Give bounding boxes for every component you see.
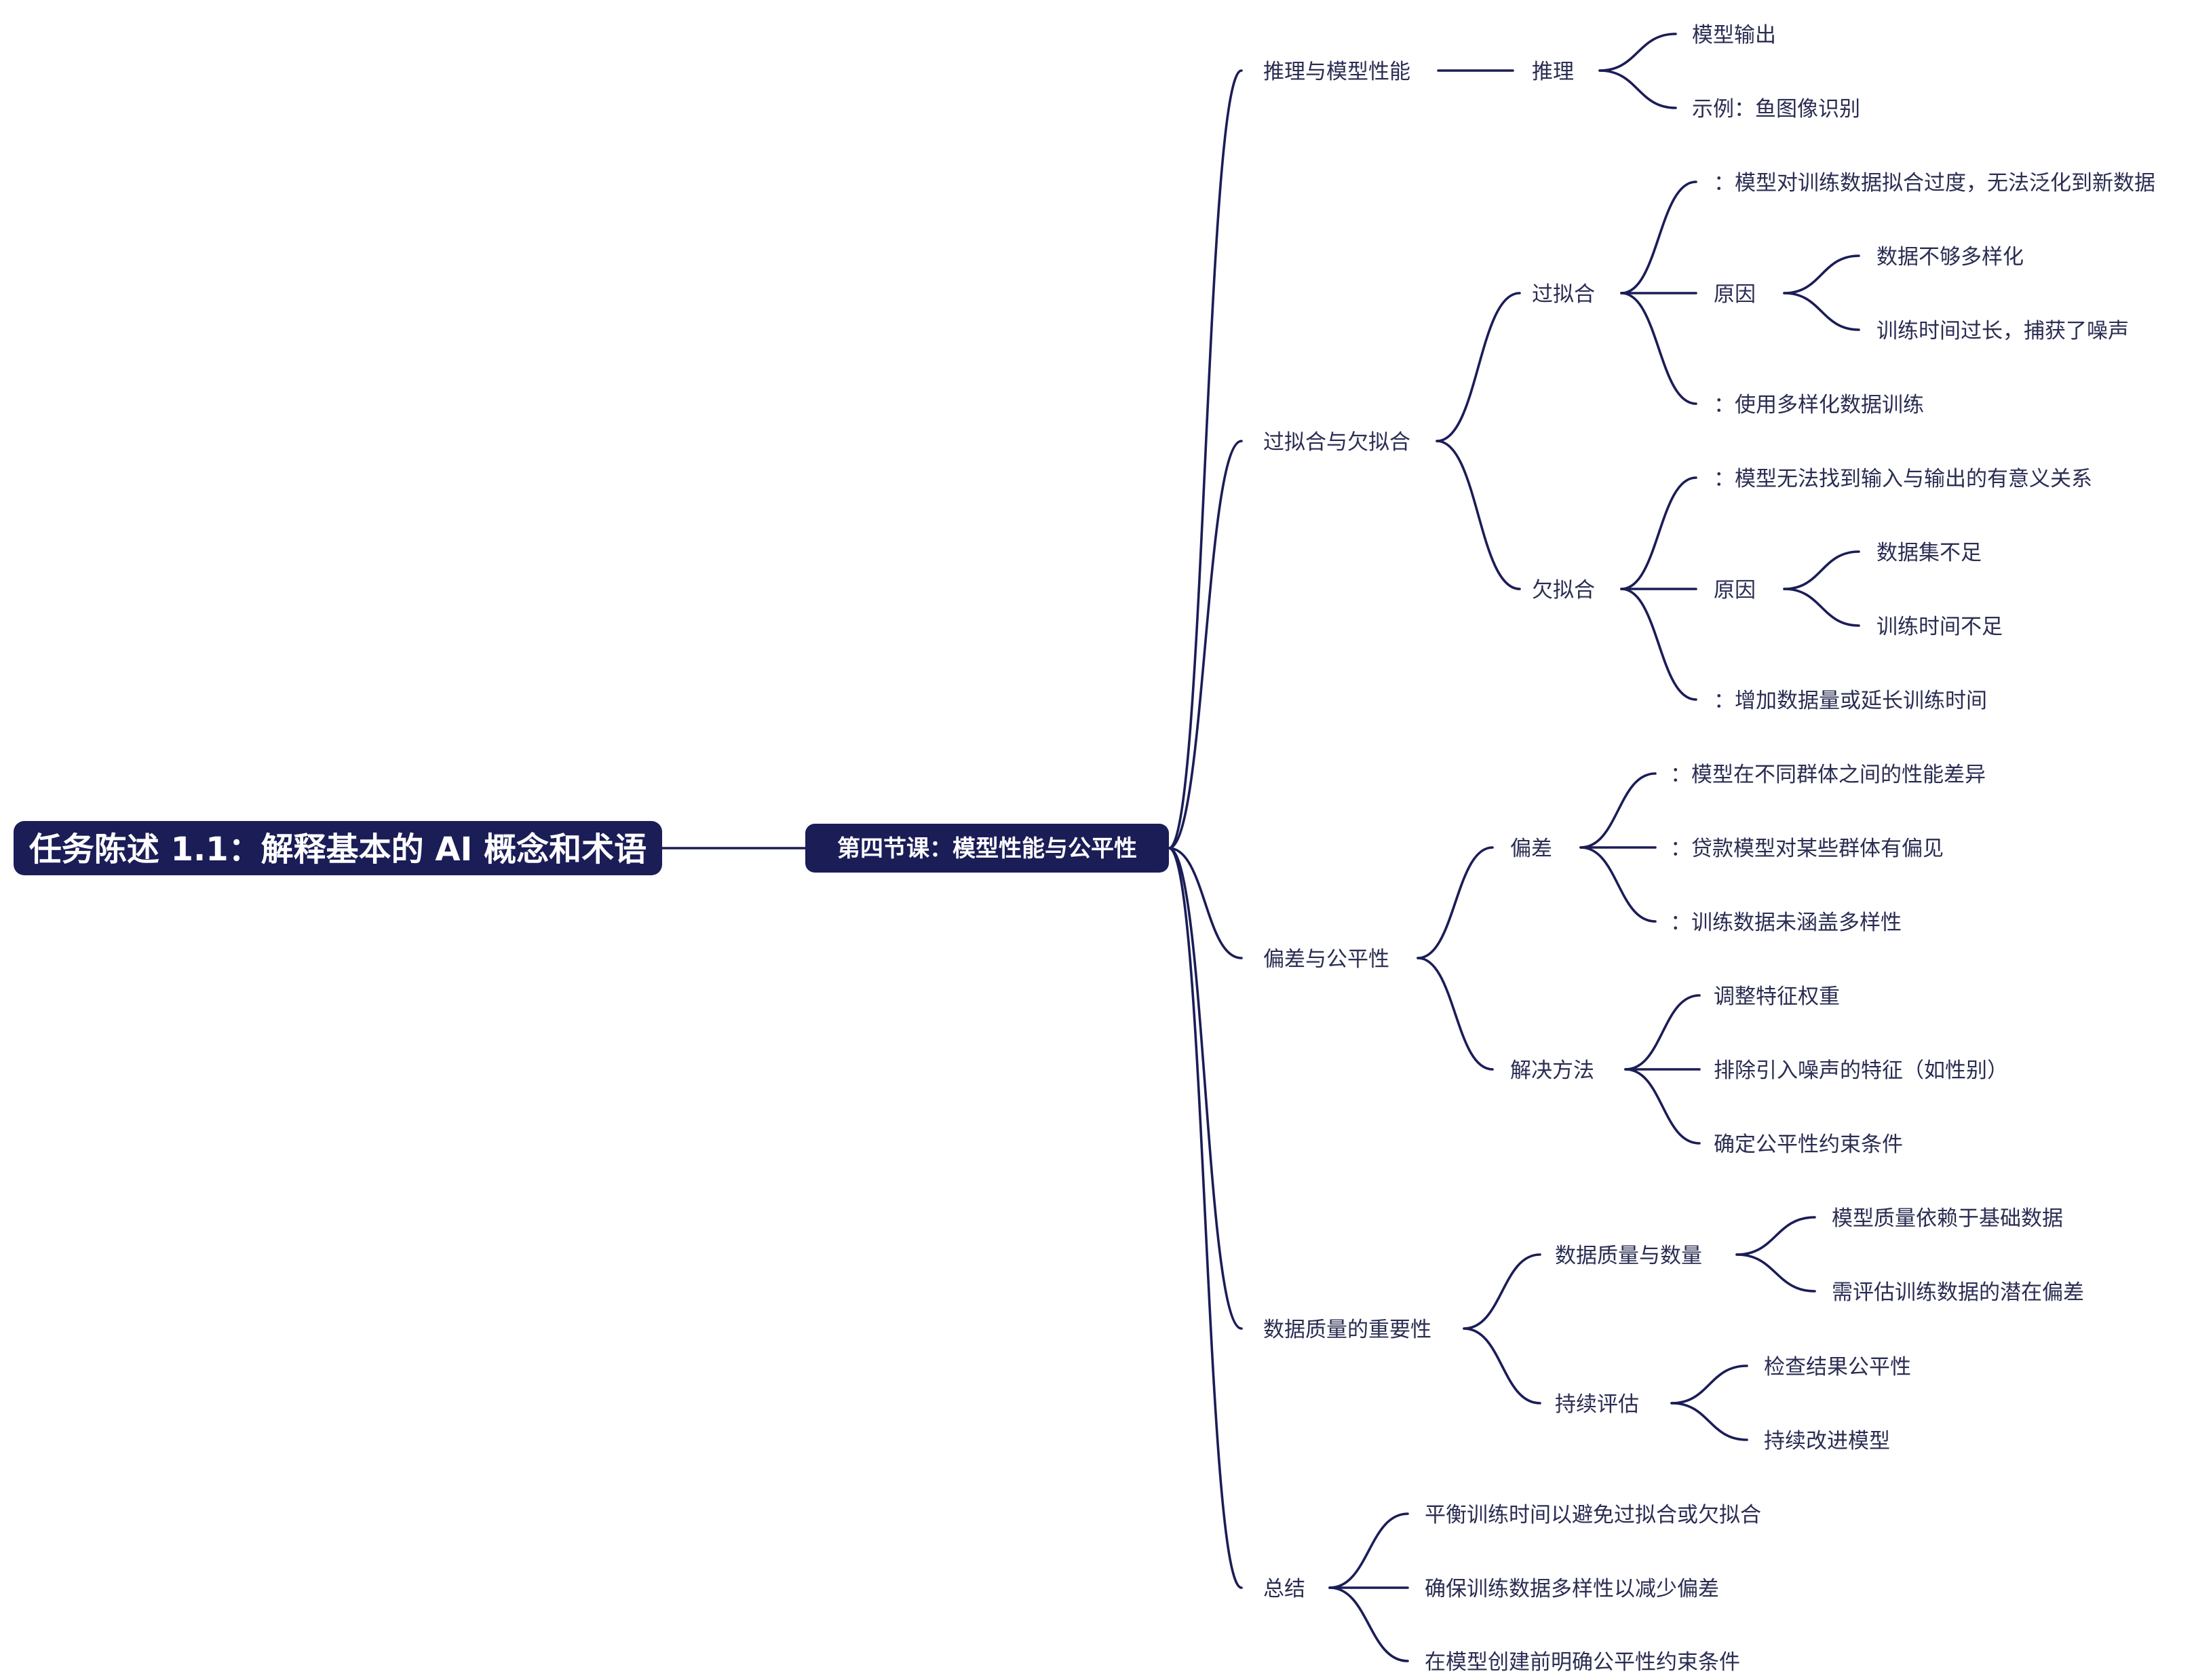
- connector-topic-branch: [1168, 847, 1243, 1330]
- connector-branch-node: [1417, 846, 1494, 959]
- bias-solution-3[interactable]: 确定公平性约束条件: [1714, 1132, 1903, 1157]
- topic-node-box[interactable]: [805, 824, 1169, 873]
- node-overfit[interactable]: 过拟合: [1532, 282, 1595, 307]
- branch-fitting[interactable]: 过拟合与欠拟合: [1263, 430, 1410, 455]
- connector-branch-node: [1436, 440, 1521, 590]
- leaf-fish-example[interactable]: 示例：鱼图像识别: [1692, 97, 1860, 121]
- connector-node-leaf: [1624, 1068, 1701, 1145]
- connector-node-leaf: [1670, 1364, 1748, 1405]
- quality-item-1[interactable]: 模型质量依赖于基础数据: [1832, 1206, 2063, 1231]
- bias-item-3[interactable]: ：训练数据未涵盖多样性: [1670, 911, 1902, 935]
- connector-topic-branch: [1168, 69, 1243, 849]
- connector-node-leaf: [1624, 994, 1701, 1071]
- underfit-solution[interactable]: ：增加数据量或延长训练时间: [1714, 689, 1987, 713]
- node-bias[interactable]: 偏差: [1510, 837, 1552, 861]
- connector-topic-branch: [1168, 847, 1243, 1589]
- overfit-cause[interactable]: 原因: [1714, 282, 1756, 307]
- summary-item-3[interactable]: 在模型创建前明确公平性约束条件: [1425, 1650, 1740, 1675]
- overfit-solution[interactable]: ：使用多样化数据训练: [1714, 393, 1924, 417]
- overfit-cause-2[interactable]: 训练时间过长，捕获了噪声: [1877, 319, 2129, 343]
- leaf-model-output[interactable]: 模型输出: [1692, 23, 1776, 47]
- connector-node-leaf: [1579, 772, 1657, 849]
- summary-item-2[interactable]: 确保训练数据多样性以减少偏差: [1425, 1577, 1719, 1601]
- quality-item-2[interactable]: 需评估训练数据的潜在偏差: [1832, 1280, 2084, 1305]
- bias-item-2[interactable]: ：贷款模型对某些群体有偏见: [1670, 837, 1944, 861]
- root-node-box[interactable]: [14, 821, 662, 875]
- node-continuous-eval[interactable]: 持续评估: [1555, 1392, 1639, 1417]
- branch-inference[interactable]: 推理与模型性能: [1263, 60, 1410, 84]
- eval-item-2[interactable]: 持续改进模型: [1764, 1429, 1890, 1453]
- connector-topic-branch: [1168, 847, 1243, 959]
- connector-branch-node: [1463, 1327, 1541, 1405]
- connector-node-leaf: [1735, 1253, 1816, 1293]
- bias-item-1[interactable]: ：模型在不同群体之间的性能差异: [1670, 763, 1986, 787]
- mindmap-connectors: [661, 33, 1860, 1662]
- summary-item-1[interactable]: 平衡训练时间以避免过拟合或欠拟合: [1425, 1503, 1761, 1527]
- connector-branch-node: [1436, 292, 1521, 442]
- branch-summary[interactable]: 总结: [1263, 1577, 1305, 1601]
- connector-topic-branch: [1168, 440, 1243, 849]
- connector-node-leaf: [1783, 292, 1860, 331]
- branch-data-quality[interactable]: 数据质量的重要性: [1263, 1318, 1431, 1342]
- underfit-cause-1[interactable]: 数据集不足: [1877, 541, 1982, 565]
- underfit-cause-2[interactable]: 训练时间不足: [1877, 615, 2003, 639]
- connector-node-leaf: [1783, 588, 1860, 627]
- overfit-definition[interactable]: ：模型对训练数据拟合过度，无法泛化到新数据: [1714, 171, 2155, 195]
- bias-solution-1[interactable]: 调整特征权重: [1714, 985, 1840, 1009]
- node-data-quantity[interactable]: 数据质量与数量: [1555, 1244, 1702, 1268]
- connector-node-leaf: [1620, 476, 1697, 590]
- underfit-cause[interactable]: 原因: [1714, 578, 1756, 603]
- node-bias-solutions[interactable]: 解决方法: [1510, 1058, 1594, 1083]
- connector-branch-node: [1463, 1253, 1541, 1330]
- node-inference[interactable]: 推理: [1532, 60, 1574, 84]
- eval-item-1[interactable]: 检查结果公平性: [1764, 1355, 1911, 1379]
- root-node-label: 任务陈述 1.1：解释基本的 AI 概念和术语: [29, 831, 647, 868]
- bias-solution-2[interactable]: 排除引入噪声的特征（如性别）: [1714, 1058, 2008, 1083]
- underfit-definition[interactable]: ：模型无法找到输入与输出的有意义关系: [1714, 467, 2092, 491]
- connector-node-leaf: [1735, 1216, 1816, 1256]
- connector-node-leaf: [1328, 1586, 1409, 1662]
- connector-node-leaf: [1783, 550, 1860, 590]
- connector-node-leaf: [1620, 588, 1697, 701]
- connector-node-leaf: [1328, 1512, 1409, 1589]
- connector-node-leaf: [1670, 1402, 1748, 1441]
- connector-node-leaf: [1783, 254, 1860, 294]
- connector-node-leaf: [1620, 292, 1697, 405]
- topic-node-label: 第四节课：模型性能与公平性: [837, 835, 1137, 862]
- branch-bias[interactable]: 偏差与公平性: [1263, 947, 1389, 972]
- connector-branch-node: [1417, 957, 1494, 1071]
- overfit-cause-1[interactable]: 数据不够多样化: [1877, 245, 2024, 269]
- connector-node-leaf: [1598, 33, 1677, 72]
- connector-node-leaf: [1620, 180, 1697, 294]
- node-underfit[interactable]: 欠拟合: [1532, 578, 1595, 603]
- connector-node-leaf: [1598, 69, 1677, 109]
- connector-node-leaf: [1579, 846, 1657, 923]
